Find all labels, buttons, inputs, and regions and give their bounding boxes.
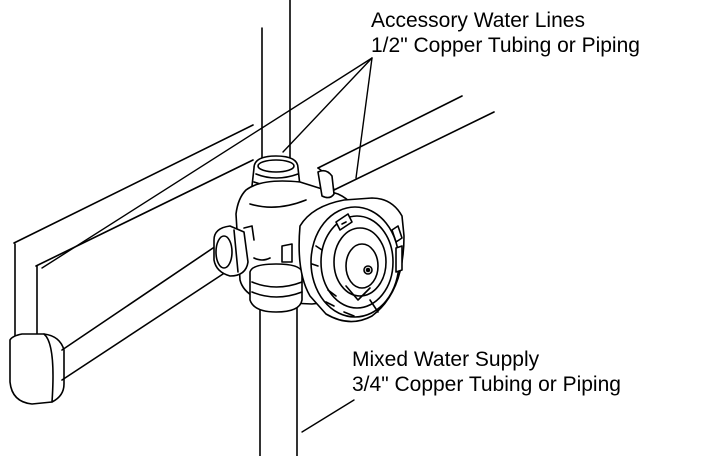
left-supply-pipe [61, 245, 227, 381]
right-fitting [317, 169, 335, 199]
accessory-leader-lines [41, 57, 373, 269]
top-vertical-pipe [261, 0, 291, 165]
valve-control-cap [298, 197, 405, 323]
mixed-water-supply-callout: Mixed Water Supply 3/4" Copper Tubing or… [352, 347, 621, 397]
accessory-water-lines-callout: Accessory Water Lines 1/2" Copper Tubing… [371, 8, 640, 58]
accessory-water-lines-spec: 1/2" Copper Tubing or Piping [371, 34, 640, 57]
mixed-water-supply-spec: 3/4" Copper Tubing or Piping [352, 373, 621, 396]
left-drop-pipe [9, 243, 65, 405]
right-accessory-pipe [317, 95, 495, 191]
mixed-supply-pipe [259, 305, 298, 456]
accessory-water-lines-title: Accessory Water Lines [371, 9, 585, 32]
mixed-leader-line [301, 399, 355, 433]
left-inlet-fitting [213, 225, 249, 277]
mixed-water-supply-title: Mixed Water Supply [352, 348, 540, 371]
bottom-fitting [249, 263, 303, 313]
